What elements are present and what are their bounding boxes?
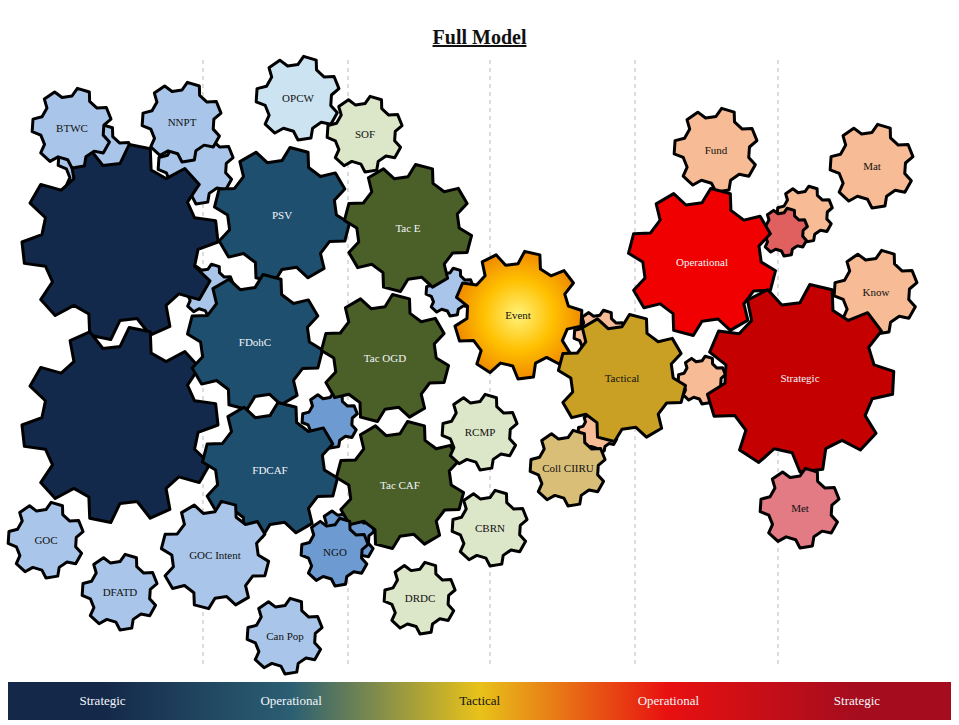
gear-label: DFATD — [103, 586, 138, 599]
gear-label: Can Pop — [266, 630, 304, 643]
gear-node: Tac OGD — [319, 292, 451, 424]
legend-text: Operational — [574, 682, 763, 720]
gear-label: Fund — [705, 144, 728, 157]
gear-label: Operational — [676, 256, 728, 269]
gear-node: SOF — [325, 94, 405, 174]
gear-label: DRDC — [405, 592, 436, 605]
gear-outline — [327, 96, 402, 172]
gear-label: CBRN — [475, 522, 505, 535]
gear-node: FDohC — [185, 272, 325, 412]
gear-outline — [336, 421, 463, 548]
gear-node: RCMP — [440, 392, 520, 472]
gear-outline — [187, 274, 322, 409]
gear-outline — [142, 82, 221, 162]
gear-outline — [558, 314, 685, 441]
gear-node: DFATD — [80, 552, 160, 632]
gear-symbol — [22, 144, 218, 339]
gear-outline — [82, 554, 157, 630]
gear-node: OPCW — [254, 54, 342, 142]
legend-item: Strategic — [8, 682, 197, 720]
gear-label: FDohC — [239, 336, 271, 349]
gear-node: Strategic — [704, 282, 896, 474]
diagram-title: Full Model — [0, 26, 959, 49]
gear-label: BTWC — [56, 122, 88, 135]
gear-outline — [161, 501, 268, 608]
gear-outline — [530, 430, 605, 506]
gear-node: Fund — [672, 106, 760, 194]
gear-label: RCMP — [465, 426, 496, 439]
legend-item: Tactical — [385, 682, 574, 720]
gear-label: Tac OGD — [364, 352, 406, 365]
gear-label: GOC — [34, 534, 57, 547]
gear-node: Operational — [626, 186, 778, 338]
gear-outline — [344, 164, 471, 291]
gear-label: NNPT — [168, 116, 197, 129]
gear-node: Tactical — [556, 312, 688, 444]
legend-text: Operational — [197, 682, 386, 720]
gear-outline — [830, 124, 913, 208]
gear-label: Tac E — [395, 222, 420, 235]
gear-label: OPCW — [282, 92, 314, 105]
legend-text: Strategic — [8, 682, 197, 720]
gear-node: GOC Intent — [159, 499, 271, 611]
gear-label: Met — [791, 502, 809, 515]
gear-outline — [214, 147, 349, 282]
gear-node: Met — [758, 466, 842, 550]
legend-item: Strategic — [762, 682, 951, 720]
gear-label: Event — [505, 309, 531, 322]
color-scale-legend: StrategicOperationalTacticalOperationalS… — [8, 682, 951, 720]
gear-node: PSV — [212, 145, 352, 285]
gear-node: DRDC — [382, 560, 458, 636]
gear-outline — [301, 518, 368, 586]
gear-node: Mat — [828, 122, 916, 210]
gear-outline — [707, 285, 893, 472]
gear-outline — [32, 88, 111, 168]
gear-outline — [452, 490, 527, 566]
gear-symbol — [22, 327, 218, 522]
gear-node: Tac CAF — [334, 419, 466, 551]
gear-outline — [384, 562, 455, 634]
gear-label: SOF — [355, 128, 375, 141]
legend-item: Operational — [197, 682, 386, 720]
gear-label: FDCAF — [252, 464, 287, 477]
gear-node: NGO — [299, 516, 371, 588]
legend-text: Strategic — [762, 682, 951, 720]
legend-item: Operational — [574, 682, 763, 720]
gear-node: NNPT — [140, 80, 224, 164]
gear-outline — [760, 468, 839, 548]
gear-label: Mat — [863, 160, 881, 173]
gear-label: Tactical — [605, 372, 640, 385]
gear-outline — [321, 294, 448, 421]
legend-text: Tactical — [385, 682, 574, 720]
gear-outline — [247, 598, 322, 674]
gear-node: Coll CIIRU — [528, 428, 608, 508]
gear-label: PSV — [272, 209, 292, 222]
gear-node: Know — [832, 248, 920, 336]
gear-outline — [8, 502, 83, 578]
gear-node: Event — [452, 249, 584, 381]
gear-label: Know — [863, 286, 890, 299]
gear-label: Coll CIIRU — [542, 462, 594, 475]
gear-outline — [674, 108, 757, 192]
gear-node: Can Pop — [245, 596, 325, 676]
gear-node: CBRN — [450, 488, 530, 568]
gear-node: GOC — [6, 500, 86, 580]
gear-label: NGO — [323, 546, 347, 559]
gear-label: Tac CAF — [380, 479, 420, 492]
gear-node: Tac E — [342, 162, 474, 294]
gear-label: GOC Intent — [189, 549, 241, 562]
gear-outline — [442, 394, 517, 470]
gear-node: FDCAF — [200, 400, 340, 540]
gear-label: Strategic — [780, 372, 819, 385]
gear-node: BTWC — [30, 86, 114, 170]
